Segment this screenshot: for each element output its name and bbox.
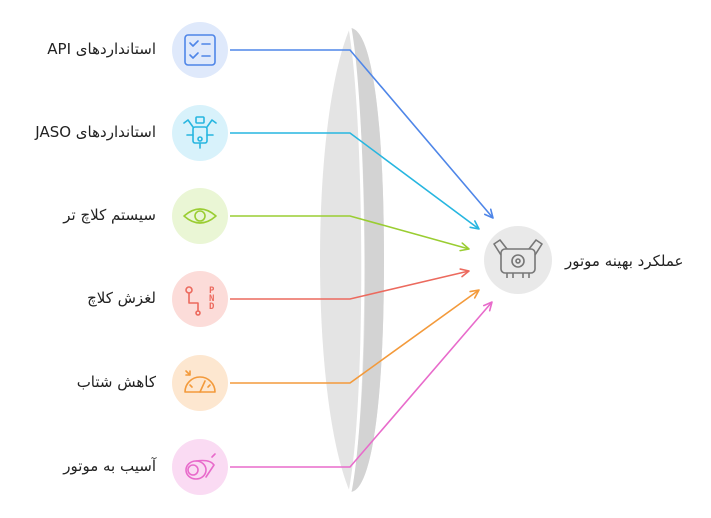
factor-node-6 (172, 439, 228, 495)
factor-label-4: لغزش کلاچ (87, 289, 156, 307)
connector-3 (230, 215, 470, 252)
factor-label-6: آسیب به موتور (63, 457, 156, 475)
svg-text:N: N (209, 294, 214, 304)
connector-1 (230, 49, 494, 219)
factor-node-4: PND (172, 271, 228, 327)
lens-shape (320, 27, 384, 493)
svg-text:D: D (209, 302, 215, 312)
factor-label-2: استانداردهای JASO (35, 123, 156, 141)
gear-shift-icon: PND (185, 286, 215, 316)
connector-lines (230, 49, 494, 468)
factor-label-1: استانداردهای API (47, 40, 156, 58)
factor-nodes: PND (172, 22, 228, 495)
connector-4 (230, 268, 470, 300)
speedometer-icon (184, 370, 216, 393)
factor-node-2 (172, 105, 228, 161)
factor-label-3: سیستم کلاچ تر (63, 206, 156, 224)
checklist-icon (184, 34, 216, 66)
engine-parts-icon (183, 116, 217, 149)
connector-5 (230, 289, 480, 384)
target-label: عملکرد بهینه موتور (565, 252, 684, 270)
engine-icon (493, 239, 543, 278)
target-node (484, 226, 552, 294)
connector-2 (230, 132, 480, 230)
engine-damage-icon (185, 453, 216, 480)
svg-text:P: P (209, 286, 215, 296)
factor-node-1 (172, 22, 228, 78)
connector-6 (230, 301, 493, 468)
factor-label-5: کاهش شتاب (76, 373, 156, 391)
eye-icon (183, 208, 217, 224)
factor-node-5 (172, 355, 228, 411)
factor-node-3 (172, 188, 228, 244)
